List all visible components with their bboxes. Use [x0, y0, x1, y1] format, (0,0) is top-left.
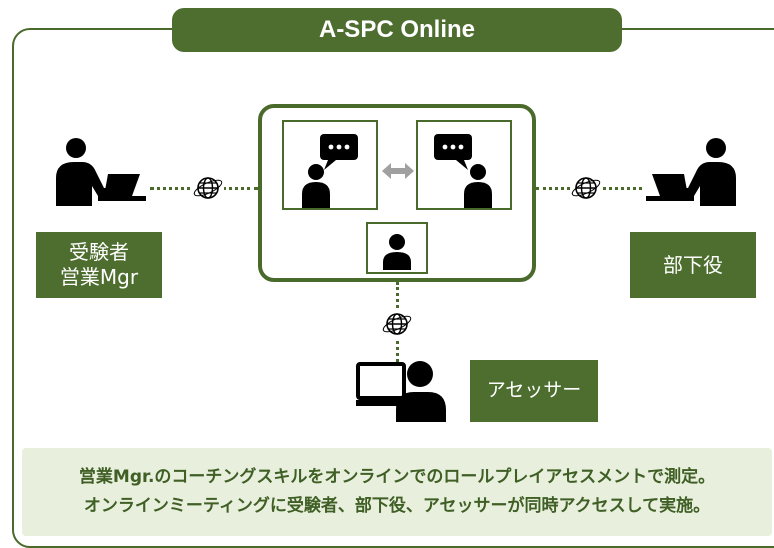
- examinee-laptop-icon: [48, 136, 148, 208]
- examinee-label-line1: 受験者: [69, 240, 129, 264]
- assessor-computer-icon: [356, 358, 452, 422]
- left-globe-icon: [192, 172, 224, 204]
- examinee-label-line2: 営業Mgr: [59, 265, 139, 289]
- bottom-globe-icon: [381, 308, 413, 340]
- examinee-video-screen: [282, 120, 378, 210]
- diagram-title: A-SPC Online: [172, 8, 622, 52]
- subordinate-label: 部下役: [630, 232, 756, 298]
- examinee-label: 受験者 営業Mgr: [36, 232, 162, 298]
- subordinate-video-screen: [416, 120, 512, 210]
- right-globe-icon: [570, 172, 602, 204]
- assessor-label: アセッサー: [470, 360, 598, 422]
- subordinate-laptop-icon: [644, 136, 744, 208]
- exchange-arrow-icon: [380, 160, 416, 182]
- assessor-video-screen: [366, 222, 428, 274]
- description-box: 営業Mgr.のコーチングスキルをオンラインでのロールプレイアセスメントで測定。 …: [22, 448, 772, 536]
- description-line-2: オンラインミーティングに受験者、部下役、アセッサーが同時アクセスして実施。: [83, 496, 711, 516]
- description-line-1: 営業Mgr.のコーチングスキルをオンラインでのロールプレイアセスメントで測定。: [78, 467, 716, 488]
